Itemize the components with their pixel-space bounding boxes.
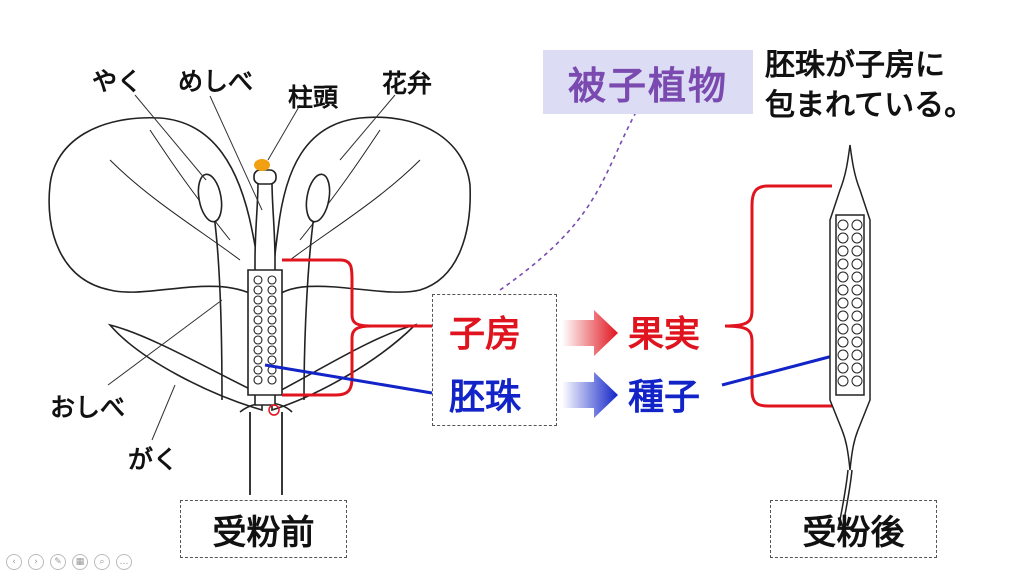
fruit-illustration — [829, 144, 871, 531]
label-stigma: 柱頭 — [288, 83, 339, 112]
label-stamen: おしべ — [50, 393, 126, 422]
label-petal: 花弁 — [382, 69, 433, 98]
left-anther — [197, 173, 223, 223]
more-icon[interactable]: … — [116, 554, 132, 570]
prev-icon[interactable]: ‹ — [6, 554, 22, 570]
zoom-icon[interactable]: ⌕ — [94, 554, 110, 570]
angiosperm-connector — [499, 111, 637, 291]
receptacle-highlight — [268, 404, 280, 416]
slideshow-toolbar: ‹ › ✎ ▦ ⌕ … — [6, 554, 132, 570]
label-anther: やく — [92, 67, 143, 96]
seeds — [837, 219, 863, 387]
slides-icon[interactable]: ▦ — [72, 554, 88, 570]
right-petal — [271, 116, 472, 303]
ovule-pointer — [264, 363, 433, 395]
term-fruit: 果実 — [628, 314, 701, 355]
term-seed: 種子 — [628, 377, 701, 418]
term-ovule: 胚珠 — [449, 377, 522, 418]
caption-after-pollination: 受粉後 — [770, 500, 937, 558]
left-sepal — [107, 323, 263, 412]
play-icon[interactable]: › — [28, 554, 44, 570]
left-petal — [48, 117, 263, 302]
seed-pointer — [721, 350, 849, 387]
angiosperm-title: 被子植物 — [567, 63, 728, 108]
note-line-2: 包まれている。 — [765, 88, 975, 123]
flower-illustration — [48, 116, 472, 495]
label-pistil: めしべ — [178, 67, 254, 96]
ovule-to-seed-arrow — [562, 372, 618, 418]
caption-after-text: 受粉後 — [802, 512, 905, 553]
ovary-to-fruit-arrow — [562, 310, 618, 356]
pen-icon[interactable]: ✎ — [50, 554, 66, 570]
caption-before-pollination: 受粉前 — [180, 500, 347, 558]
right-sepal — [271, 323, 418, 412]
right-stamen — [303, 214, 315, 401]
fruit-bracket — [724, 184, 832, 408]
term-ovary: 子房 — [449, 314, 522, 355]
definition-note: 胚珠が子房に 包まれている。 — [765, 46, 974, 126]
note-line-1: 胚珠が子房に — [765, 48, 945, 83]
ovary-outline — [247, 269, 283, 396]
right-anther — [305, 173, 331, 223]
caption-before-text: 受粉前 — [212, 512, 315, 553]
angiosperm-title-box: 被子植物 — [543, 50, 753, 114]
stem — [249, 412, 283, 495]
stigma — [253, 169, 277, 185]
ovary-ovule-box — [432, 294, 557, 426]
stigma-highlight — [254, 159, 270, 171]
label-sepal: がく — [128, 445, 179, 474]
left-stamen — [213, 214, 223, 401]
